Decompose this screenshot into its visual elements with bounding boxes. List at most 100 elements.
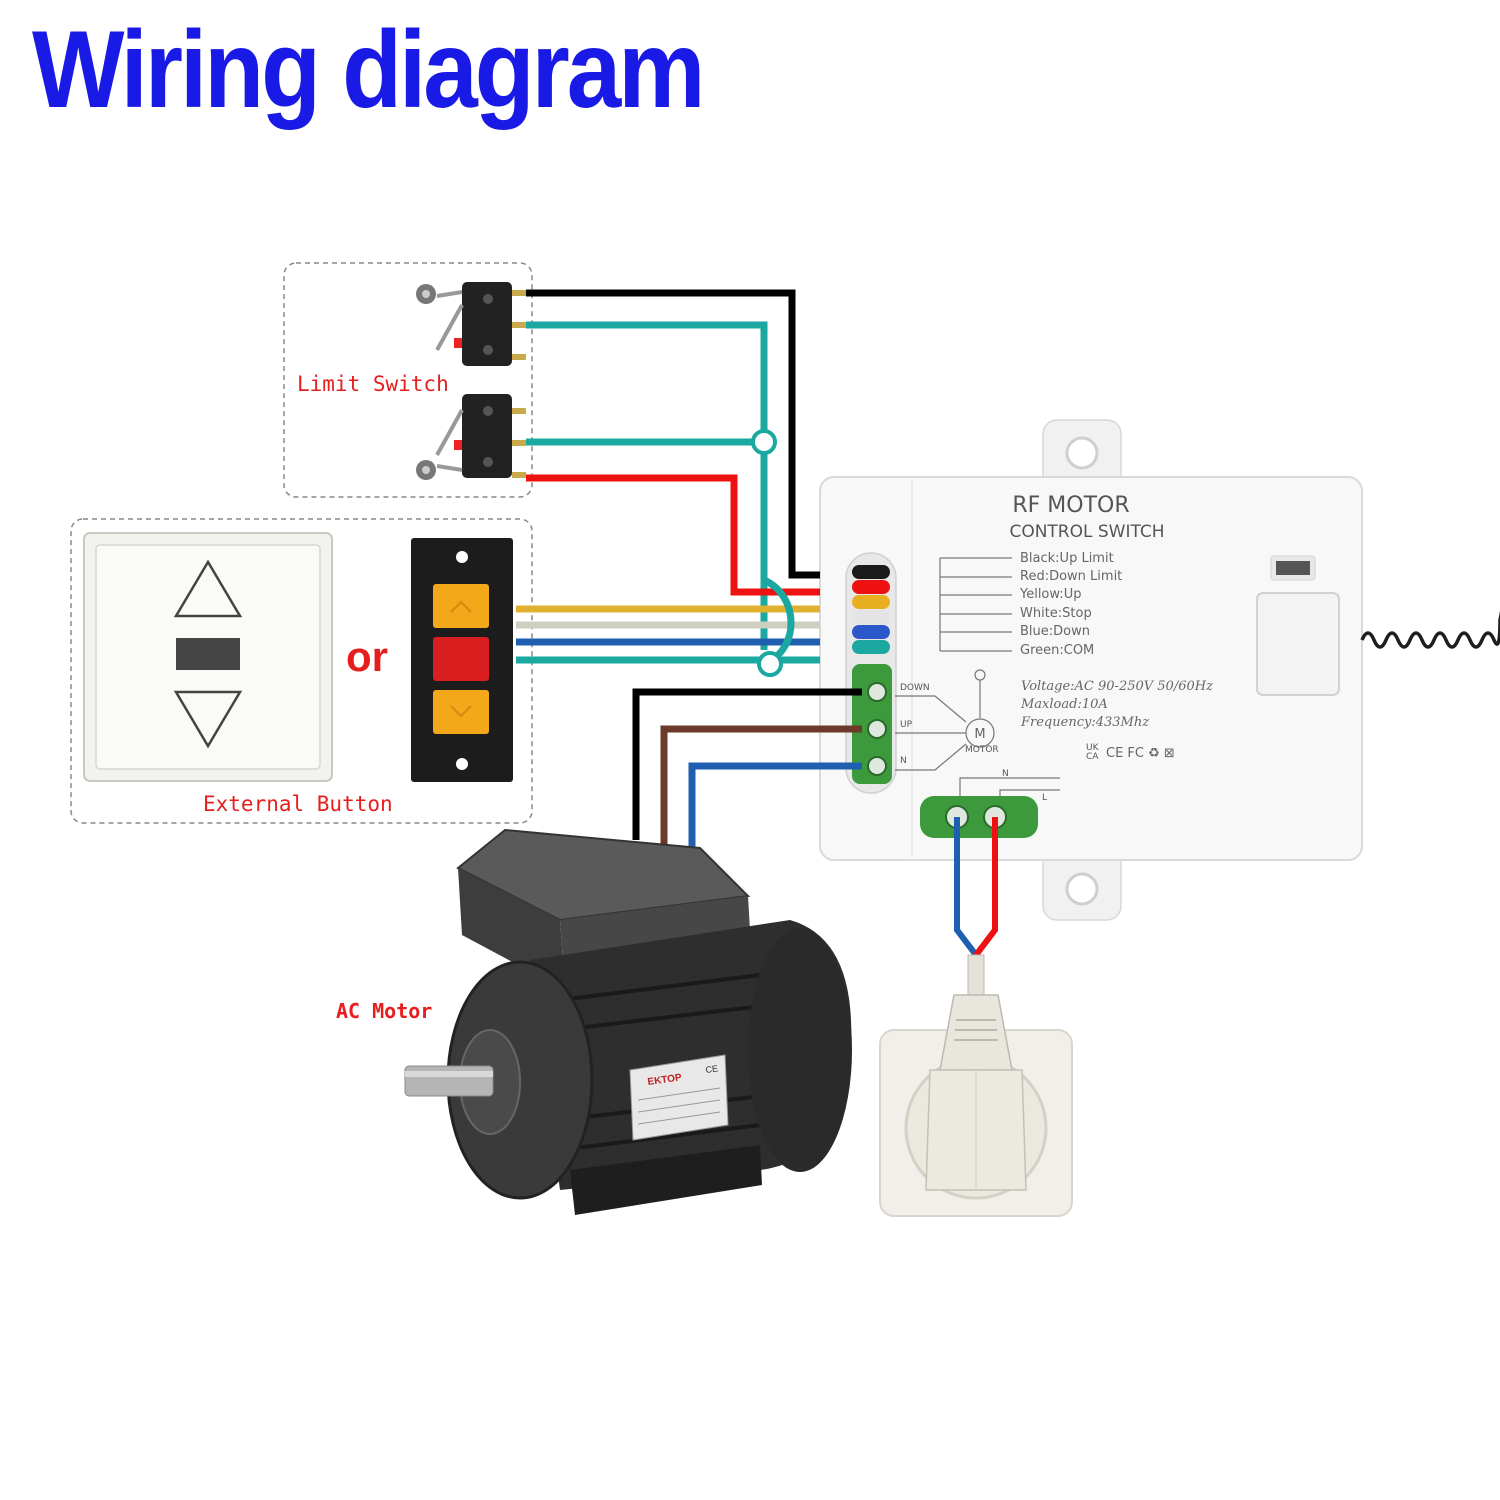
pendant-down-icon bbox=[450, 705, 472, 718]
mount-ear-top-hole bbox=[1065, 436, 1099, 470]
wire-power-red bbox=[973, 817, 998, 957]
spec-voltage: Voltage:AC 90-250V 50/60Hz bbox=[1021, 679, 1213, 694]
pendant-button bbox=[411, 538, 513, 782]
wall-socket bbox=[879, 954, 1073, 1217]
plug-cable-sleeve bbox=[967, 954, 985, 998]
nameplate-ce: CE bbox=[705, 1063, 719, 1075]
terminal-label-up: UP bbox=[900, 720, 913, 730]
rf-motor-control-switch: RF MOTOR CONTROL SWITCH Black:Up Limit R… bbox=[819, 419, 1500, 921]
plug-ridges bbox=[954, 1019, 998, 1041]
external-button-group: or External Button bbox=[70, 518, 533, 824]
inlet-wire-blue bbox=[852, 625, 890, 639]
limit-switch-lower-plunger bbox=[454, 440, 462, 450]
limit-switch-upper-roller-axle bbox=[422, 290, 430, 298]
legend-white: White:Stop bbox=[1020, 606, 1092, 621]
external-button-label: External Button bbox=[203, 792, 393, 816]
cert-ukca-top: UK bbox=[1086, 743, 1100, 753]
motor-symbol-circle bbox=[965, 718, 995, 748]
down-arrow-icon bbox=[173, 690, 243, 749]
pendant-button-hole-bottom bbox=[456, 758, 468, 770]
nameplate-rule-2 bbox=[637, 1099, 721, 1113]
limit-switch-upper-hole-1 bbox=[483, 294, 493, 304]
motor-fin-4 bbox=[559, 1123, 761, 1152]
pendant-button-hole-top bbox=[456, 551, 468, 563]
pendant-stop-button bbox=[433, 637, 489, 681]
nameplate-rule-1 bbox=[637, 1087, 721, 1101]
external-button-box bbox=[70, 518, 533, 824]
limit-switch-lower-pin-2 bbox=[512, 440, 526, 446]
legend-green: Green:COM bbox=[1020, 643, 1094, 658]
wire-power-blue bbox=[954, 817, 979, 957]
limit-switch-upper-body bbox=[462, 282, 512, 366]
plug-grip bbox=[939, 994, 1013, 1071]
power-label-n: N bbox=[1002, 769, 1009, 779]
legend-switch-symbols bbox=[939, 557, 1012, 652]
wall-switch bbox=[83, 532, 333, 782]
motor-shaft-highlight bbox=[405, 1071, 493, 1077]
controller-title-1: RF MOTOR bbox=[1012, 493, 1129, 518]
mount-ear-bottom-hole bbox=[1065, 872, 1099, 906]
power-terminal-block bbox=[920, 796, 1038, 838]
ground-icon bbox=[974, 669, 986, 681]
limit-switch-upper-lever bbox=[435, 304, 464, 351]
wire-black-up-limit bbox=[526, 289, 820, 579]
wire-motor-brown bbox=[660, 725, 862, 848]
limit-switch-box bbox=[283, 262, 533, 498]
cert-ukca-bottom: CA bbox=[1086, 752, 1099, 762]
limit-switch-lower-roller-axle bbox=[422, 466, 430, 474]
inlet-wire-yellow bbox=[852, 595, 890, 609]
motor-nameplate: EKTOP CE bbox=[629, 1054, 729, 1141]
limit-switch-lower-pin-1 bbox=[512, 408, 526, 414]
wire-motor-blue bbox=[688, 762, 862, 856]
limit-switch-lower-hole-1 bbox=[483, 406, 493, 416]
limit-switch-lower-pin-3 bbox=[512, 472, 526, 478]
nameplate-brand: EKTOP bbox=[647, 1072, 683, 1088]
antenna-coil bbox=[1360, 611, 1500, 649]
limit-switch-upper-arm bbox=[436, 290, 463, 298]
motor-shaft bbox=[404, 1065, 494, 1097]
spec-frequency: Frequency:433Mhz bbox=[1020, 715, 1149, 730]
limit-switch-lower-arm bbox=[436, 464, 463, 472]
motor-schematic-label: MOTOR bbox=[965, 745, 999, 755]
ac-motor: EKTOP CE AC Motor bbox=[336, 828, 852, 1215]
limit-switch-upper-hole-2 bbox=[483, 345, 493, 355]
nameplate-rule-3 bbox=[637, 1111, 721, 1125]
motor-terminal-box-lid bbox=[456, 828, 751, 922]
spec-maxload: Maxload:10A bbox=[1020, 697, 1108, 712]
controller-body bbox=[819, 476, 1363, 861]
limit-switch-upper-pin-1 bbox=[512, 290, 526, 296]
junction-node-upper bbox=[751, 429, 777, 455]
schematic-line-down bbox=[895, 695, 967, 723]
stop-bar-icon bbox=[176, 638, 240, 670]
indicator-led bbox=[1276, 561, 1310, 575]
controller-title-2: CONTROL SWITCH bbox=[1009, 522, 1164, 542]
motor-symbol-letter: M bbox=[974, 727, 985, 742]
schematic-line-n bbox=[895, 743, 967, 771]
legend-blue: Blue:Down bbox=[1020, 624, 1090, 639]
terminal-screw-up bbox=[867, 719, 887, 739]
power-label-l: L bbox=[1042, 793, 1047, 803]
legend-red: Red:Down Limit bbox=[1020, 569, 1122, 584]
motor-feet bbox=[570, 1145, 762, 1215]
inlet-wire-black bbox=[852, 565, 890, 579]
limit-switch-lower-body bbox=[462, 394, 512, 478]
limit-switch-label: Limit Switch bbox=[297, 372, 449, 396]
pendant-up-button bbox=[433, 584, 489, 628]
pendant-down-button bbox=[433, 690, 489, 734]
nameplate-background bbox=[629, 1054, 729, 1141]
wires bbox=[516, 289, 998, 957]
or-label: or bbox=[346, 633, 388, 680]
junction-node-lower bbox=[757, 651, 783, 677]
ac-motor-label: AC Motor bbox=[336, 999, 432, 1023]
limit-switch-lower-lever bbox=[435, 409, 464, 456]
inlet-wire-white bbox=[852, 610, 890, 624]
terminal-screw-down bbox=[867, 682, 887, 702]
legend-black: Black:Up Limit bbox=[1020, 551, 1114, 566]
limit-switch-group: Limit Switch bbox=[283, 262, 533, 498]
page-title: Wiring diagram bbox=[32, 7, 705, 131]
legend-yellow: Yellow:Up bbox=[1019, 587, 1081, 602]
learn-button[interactable] bbox=[1256, 592, 1340, 696]
motor-rear-cover bbox=[748, 928, 852, 1172]
limit-switch-upper bbox=[416, 282, 526, 366]
